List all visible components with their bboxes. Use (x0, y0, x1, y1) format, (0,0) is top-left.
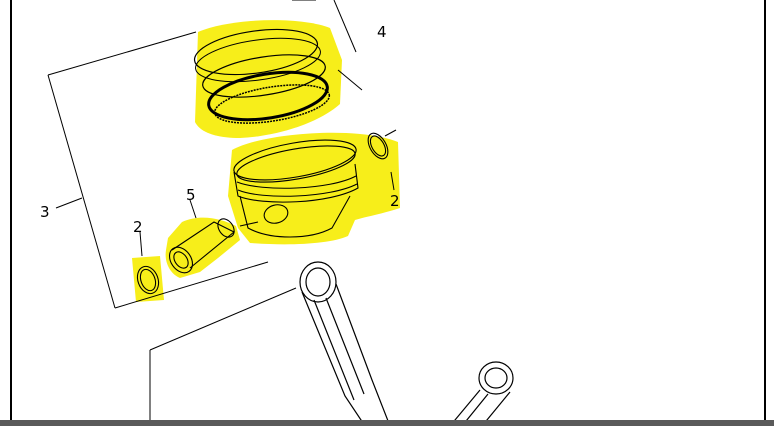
bottom-bar (0, 420, 774, 426)
callout-circlip-left: 2 (133, 218, 143, 236)
callout-piston-pin: 5 (186, 186, 196, 204)
piston-pin-icon (168, 218, 236, 274)
piston-icon (233, 139, 359, 238)
assembly-bracket (47, 0, 363, 309)
callout-circlip-right: 2 (390, 192, 400, 210)
connecting-rod-icon (299, 261, 514, 426)
highlight-piston (228, 132, 400, 245)
circlip-left-icon (136, 265, 160, 295)
highlight-piston-pin (165, 217, 240, 278)
leader-lines (55, 171, 395, 426)
circlip-icon (367, 129, 397, 160)
callout-piston-assembly: 3 (40, 203, 50, 221)
callout-piston-rings: 4 (377, 23, 387, 41)
highlight-layer (132, 20, 400, 302)
piston-ring-set-icon (193, 28, 331, 124)
